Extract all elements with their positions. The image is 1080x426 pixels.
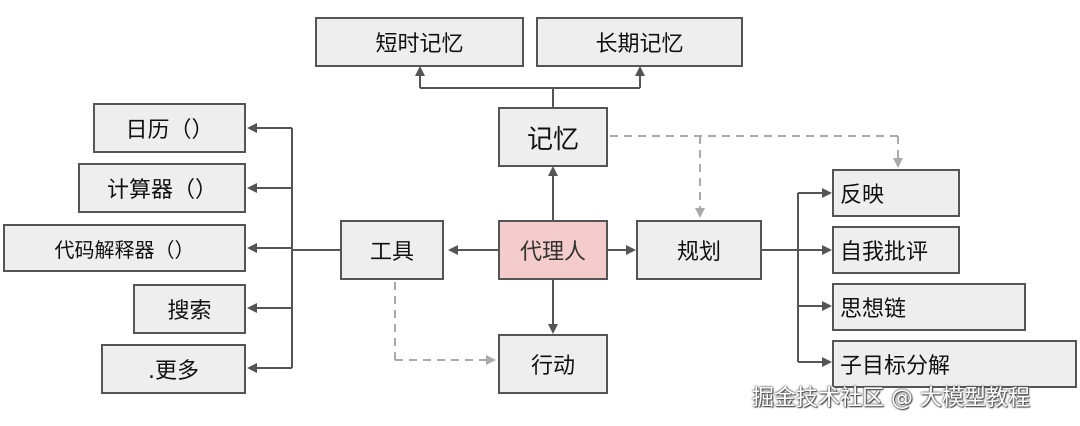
agent-connectors (448, 166, 636, 334)
long-term-memory-node: 长期记忆 (536, 17, 743, 67)
plan-chain-of-thought-node: 思想链 (832, 283, 1026, 331)
action-node: 行动 (498, 334, 608, 394)
watermark: 掘金技术社区 @ 大模型教程 (752, 386, 1030, 411)
plan-subgoal-decomposition-node: 子目标分解 (832, 340, 1077, 388)
plan-reflection-node: 反映 (832, 169, 960, 217)
tool-more-node: .更多 (101, 344, 246, 394)
planning-connectors (762, 188, 832, 367)
short-term-memory-node: 短时记忆 (315, 17, 524, 67)
agent-node: 代理人 (498, 220, 608, 280)
tool-search-node: 搜索 (133, 284, 246, 334)
plan-self-critique-node: 自我批评 (832, 226, 960, 274)
tools-node: 工具 (340, 220, 444, 280)
tools-connectors (247, 123, 340, 373)
tool-calculator-node: 计算器（） (78, 163, 246, 213)
memory-node: 记忆 (498, 107, 608, 167)
dashed-connectors (394, 135, 903, 365)
planning-node: 规划 (636, 220, 762, 280)
tool-calendar-node: 日历（） (93, 103, 246, 153)
memory-connector (415, 66, 645, 107)
tool-code-interpreter-node: 代码解释器（） (3, 224, 246, 272)
